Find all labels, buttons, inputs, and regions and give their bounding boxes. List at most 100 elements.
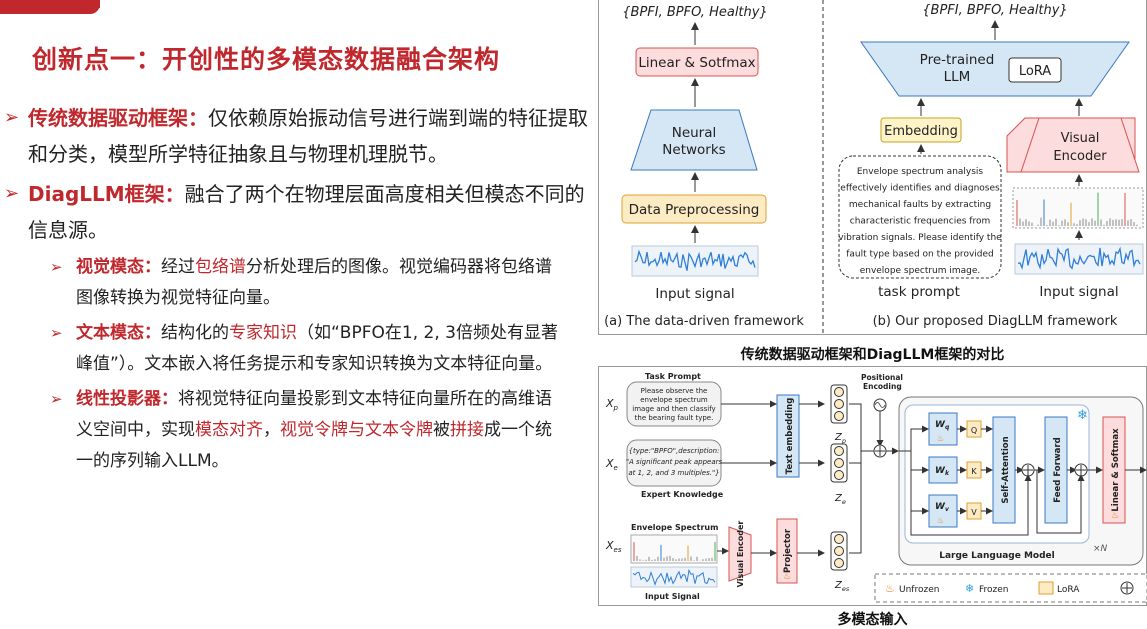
subbullet-arrow-icon: ➢ xyxy=(50,390,63,408)
ze-label: Ze xyxy=(834,493,846,506)
subbullet-text: 结构化的 xyxy=(161,323,229,343)
prompt-line: effectively identifies and diagnoses xyxy=(840,184,1000,194)
a-nn-label-1: Neural xyxy=(672,125,717,141)
projector-box xyxy=(776,518,798,584)
b-lora-label: LoRA xyxy=(1019,64,1051,79)
b-spectrum-peaks xyxy=(1016,192,1138,226)
subbullet-text: 经过 xyxy=(161,257,195,277)
legend-lora: LoRA xyxy=(1057,585,1080,595)
subbullet-text: 将视觉特征向量投影到文本特征向量所在的高维语义空间中，实现 xyxy=(76,389,552,440)
subbullet-text: 成一个统一的序列输入LLM。 xyxy=(76,420,552,471)
connector xyxy=(849,451,862,554)
a-input-signal-waveform xyxy=(634,249,756,271)
repeat-label: ×N xyxy=(1093,544,1108,554)
b-embedding-box xyxy=(880,117,962,143)
k-label: K xyxy=(971,467,977,476)
bullet-text: 仅依赖原始振动信号进行端到端的特征提取和分类，模型所学特征抽象且与物理机理脱节。 xyxy=(28,106,588,166)
prompt-line: vibration signals. Please identify the xyxy=(838,233,1002,243)
xes-label: Xes xyxy=(605,539,622,554)
linear-softmax-label: Linear & Softmax xyxy=(1111,428,1121,512)
highlight-text: 拼接 xyxy=(450,420,484,440)
feed-forward-label: Feed Forward xyxy=(1053,437,1063,502)
a-nn-label-2: Networks xyxy=(662,142,725,158)
legend-flame-icon: ♨ xyxy=(885,582,895,595)
subbullet-text-modality: ➢ 文本模态：结构化的专家知识（如“BPFO在1, 2, 3倍频处有显著峰值”）… xyxy=(0,318,590,380)
comparison-figure: {BPFI, BPFO, Healthy} Linear & Sotfmax N… xyxy=(598,0,1147,335)
legend-snowflake-icon: ❄ xyxy=(965,582,974,595)
b-embedding-label: Embedding xyxy=(884,124,958,139)
subbullet-arrow-icon: ➢ xyxy=(50,324,63,342)
highlight-text: 包络谱 xyxy=(195,257,246,277)
positional-encoding-label-1: Positional xyxy=(861,373,903,382)
comparison-diagram: {BPFI, BPFO, Healthy} Linear & Sotfmax N… xyxy=(604,0,1144,335)
prompt-line: "A significant peak appears xyxy=(626,458,723,466)
unfrozen-flame-icon: ♨ xyxy=(783,572,791,582)
a-signal-frame xyxy=(631,245,759,277)
unfrozen-flame-icon: ♨ xyxy=(1111,511,1119,521)
b-input-signal-waveform xyxy=(1017,246,1141,270)
prompt-line: mechanical faults by extracting xyxy=(849,200,991,210)
subbullet-projector: ➢ 线性投影器：将视觉特征向量投影到文本特征向量所在的高维语义空间中，实现模态对… xyxy=(0,384,590,477)
token xyxy=(834,470,844,480)
token-stacks xyxy=(830,384,848,571)
v-label: V xyxy=(971,508,977,517)
a-input-label: Input signal xyxy=(655,286,734,302)
prompt-line: Please observe the xyxy=(641,387,708,395)
prompt-line: at 1, 2, and 3 multiples."} xyxy=(628,469,719,477)
subbullet-label: 视觉模态： xyxy=(76,257,161,277)
frozen-snowflake-icon: ❄ xyxy=(1077,408,1088,423)
legend-lora-icon xyxy=(1038,581,1054,595)
wq-box xyxy=(928,412,958,446)
llm-label: Large Language Model xyxy=(939,551,1055,561)
expert-knowledge-title: Expert Knowledge xyxy=(641,490,724,499)
prompt-line: image and then classify xyxy=(632,405,715,413)
text-embedding-box xyxy=(776,394,800,478)
sine-wave-icon xyxy=(874,402,886,408)
visual-encoder-label: Visual Encoder xyxy=(736,521,745,588)
b-input-label: Input signal xyxy=(1039,284,1118,300)
legend-unfrozen: Unfrozen xyxy=(899,585,939,595)
wk-label: Wk xyxy=(935,466,950,477)
b-caption: (b) Our proposed DiagLLM framework xyxy=(873,314,1118,329)
prompt-line: envelope spectrum image. xyxy=(860,266,981,276)
highlight-text: 视觉令牌与文本令牌 xyxy=(280,420,433,440)
subbullet-label: 线性投影器： xyxy=(76,389,178,409)
b-lora-box xyxy=(1008,57,1062,83)
figure-caption-comparison: 传统数据驱动框架和DiagLLM框架的对比 xyxy=(740,347,1005,363)
subbullet-text: 被 xyxy=(433,420,450,440)
b-llm-label-2: LLM xyxy=(944,69,971,85)
b-visual-trapezoid xyxy=(1020,117,1140,173)
subbullet-arrow-icon: ➢ xyxy=(50,258,63,276)
b-output-label: {BPFI, BPFO, Healthy} xyxy=(922,3,1067,18)
b-llm-label-1: Pre-trained xyxy=(920,52,995,68)
header-badge xyxy=(0,0,100,14)
bullet-arrow-icon: ➢ xyxy=(4,183,20,204)
task-prompt-title: Task Prompt xyxy=(645,372,701,381)
b-visual-label-2: Encoder xyxy=(1053,149,1107,164)
b-task-label: task prompt xyxy=(878,284,960,300)
header-accent xyxy=(80,0,100,8)
token xyxy=(834,546,844,556)
prompt-line: Envelope spectrum analysis xyxy=(857,167,984,177)
wv-label: Wv xyxy=(935,502,950,513)
bullet-list: ➢ 传统数据驱动框架：仅依赖原始振动信号进行端到端的特征提取和分类，模型所学特征… xyxy=(0,100,590,481)
token xyxy=(834,558,844,568)
prompt-line: envelope spectrum xyxy=(640,396,708,404)
token xyxy=(834,399,844,409)
bullet-label: DiagLLM框架： xyxy=(28,182,185,206)
bullet-label: 传统数据驱动框架： xyxy=(28,106,208,130)
token xyxy=(834,458,844,468)
figure-caption-multimodal: 多模态输入 xyxy=(837,612,908,628)
zes-label: Zes xyxy=(834,580,850,593)
bullet-arrow-icon: ➢ xyxy=(4,107,20,128)
prompt-line: characteristic frequencies from xyxy=(850,217,990,227)
page-title: 创新点一：开创性的多模态数据融合架构 xyxy=(32,45,501,74)
residual-connector xyxy=(910,451,1032,536)
subbullet-text: ， xyxy=(263,420,280,440)
a-caption: (a) The data-driven framework xyxy=(604,314,804,329)
lora-flame-icon: ♨ xyxy=(937,516,944,525)
subbullet-label: 文本模态： xyxy=(76,323,161,343)
projector-label: Projector xyxy=(783,528,793,573)
connector xyxy=(849,403,862,451)
